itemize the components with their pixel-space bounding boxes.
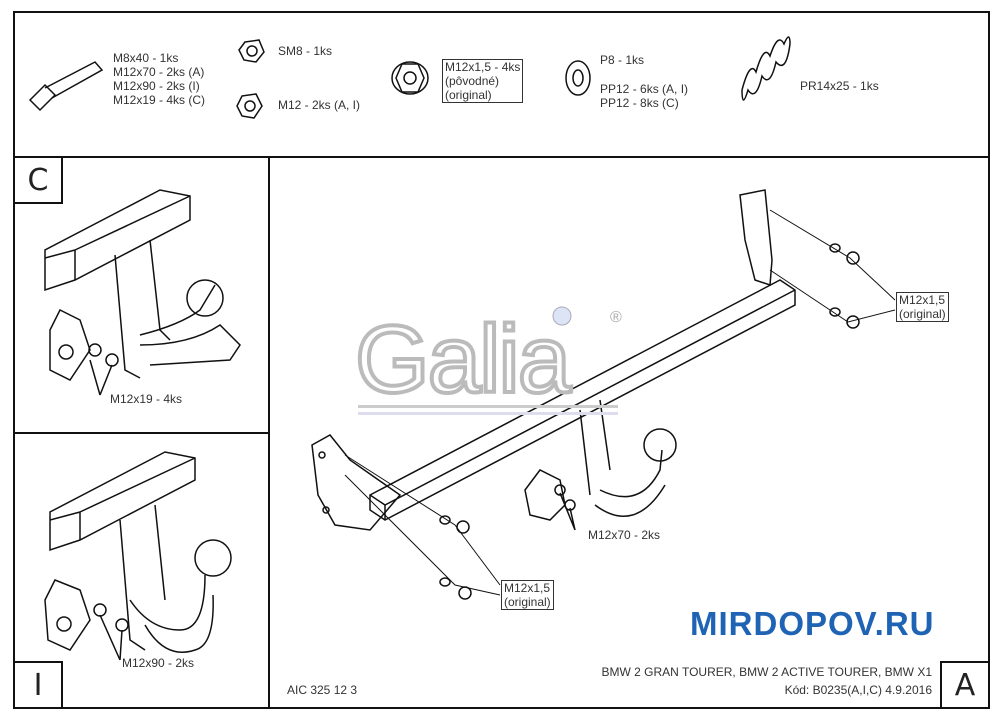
bolt-line-4: M12x19 - 4ks (C) <box>113 93 206 107</box>
galia-logo: Galia ® <box>353 304 622 415</box>
kod-date: Kód: B0235(A,I,C) 4.9.2016 <box>784 683 932 697</box>
vehicle-list: BMW 2 GRAN TOURER, BMW 2 ACTIVE TOURER, … <box>601 665 933 679</box>
callout-original-bottom: M12x1,5 (original) <box>501 580 554 610</box>
lock-nut-icon <box>238 39 265 63</box>
flange-nut-line-2: (pôvodné) <box>445 74 500 88</box>
bolt-line-2: M12x70 - 2ks (A) <box>113 65 205 79</box>
flange-nut-icon <box>391 61 429 95</box>
nut-icon <box>236 93 263 119</box>
callout-original-top: M12x1,5 (original) <box>896 292 949 322</box>
flange-nut-line-3: (original) <box>445 88 492 102</box>
bolt-line-3: M12x90 - 2ks (I) <box>113 79 200 93</box>
hitch-c-drawing <box>44 189 241 396</box>
hitch-i-drawing <box>44 451 232 661</box>
bolt-label: M8x40 - 1ks M12x70 - 2ks (A) M12x90 - 2k… <box>113 51 205 107</box>
callout-top-line-1: M12x1,5 <box>899 293 946 307</box>
callout-bottom-line-2: (original) <box>504 595 551 609</box>
pp12-line-2: PP12 - 8ks (C) <box>600 96 679 110</box>
drawing-code: AIC 325 12 3 <box>287 683 358 697</box>
pp12-label: PP12 - 6ks (A, I) PP12 - 8ks (C) <box>600 82 688 110</box>
callout-top-line-2: (original) <box>899 307 946 321</box>
washer-icon <box>565 60 591 96</box>
parts-header <box>13 11 990 158</box>
panel-i-letter: I <box>13 661 63 709</box>
panel-i <box>13 432 270 709</box>
p8-label: P8 - 1ks <box>600 53 645 67</box>
bolt-icon <box>28 61 104 112</box>
bolt-line-1: M8x40 - 1ks <box>113 51 179 65</box>
svg-text:Galia: Galia <box>355 306 572 413</box>
panel-a-letter: A <box>940 661 990 709</box>
spring-label: PR14x25 - 1ks <box>800 79 879 93</box>
flange-nut-line-1: M12x1,5 - 4ks <box>445 60 521 74</box>
callout-bolt-a: M12x70 - 2ks <box>588 528 661 542</box>
m12-label: M12 - 2ks (A, I) <box>278 98 361 112</box>
tow-bar-a-drawing <box>311 189 896 600</box>
callout-bottom-line-1: M12x1,5 <box>504 581 551 595</box>
pp12-line-1: PP12 - 6ks (A, I) <box>600 82 689 96</box>
panel-c-callout: M12x19 - 4ks <box>110 392 183 406</box>
panel-c-letter: C <box>13 156 63 204</box>
svg-text:®: ® <box>610 309 622 326</box>
panel-i-callout: M12x90 - 2ks <box>122 656 195 670</box>
spring-icon <box>741 36 791 101</box>
flange-nut-label: M12x1,5 - 4ks (pôvodné) (original) <box>442 59 524 103</box>
sm8-label: SM8 - 1ks <box>278 44 333 58</box>
watermark: MIRDOPOV.RU <box>690 605 935 642</box>
